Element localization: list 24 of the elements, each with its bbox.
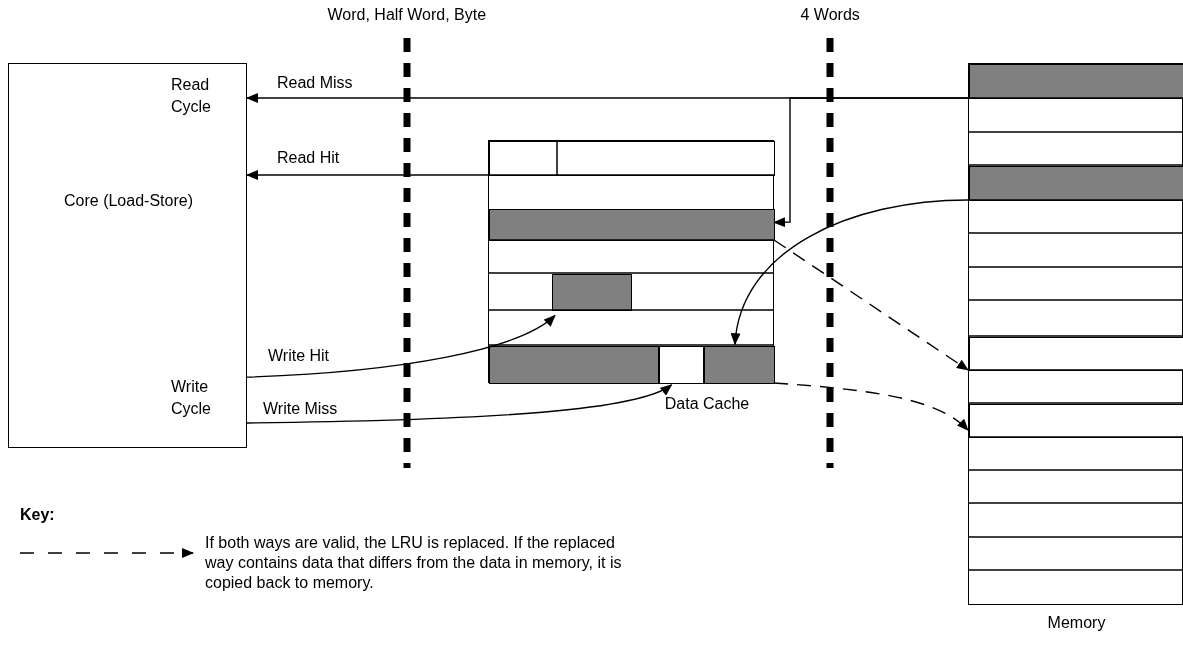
cycle-label: Write Cycle <box>171 377 212 419</box>
cache-slot <box>552 274 632 311</box>
cache-label: Data Cache <box>663 394 751 414</box>
node-title: Core (Load-Store) <box>63 191 194 211</box>
cache-slot <box>969 404 1183 438</box>
arrow <box>773 239 969 371</box>
arrow <box>773 97 969 228</box>
cycle-label: Read Cycle <box>171 75 212 117</box>
arrow <box>246 384 673 424</box>
core-box <box>8 63 247 448</box>
arrow <box>773 382 969 431</box>
arrow <box>731 199 969 346</box>
cache-slot <box>659 346 704 384</box>
cache-slot <box>489 141 775 176</box>
arrow <box>246 314 556 378</box>
key-heading: Key: <box>20 505 55 525</box>
cache-slot <box>969 337 1183 371</box>
width-label: Word, Half Word, Byte <box>327 5 487 25</box>
width-label: 4 Words <box>800 5 860 25</box>
cache-slot <box>489 346 659 384</box>
cache-slot <box>704 346 775 384</box>
memory-label: Memory <box>1046 613 1107 633</box>
arrow <box>246 170 489 181</box>
legend-text: If both ways are valid, the LRU is replaced. If the replaced way contains data that differs from the data in memory, it is copied back to memory. <box>205 533 623 593</box>
